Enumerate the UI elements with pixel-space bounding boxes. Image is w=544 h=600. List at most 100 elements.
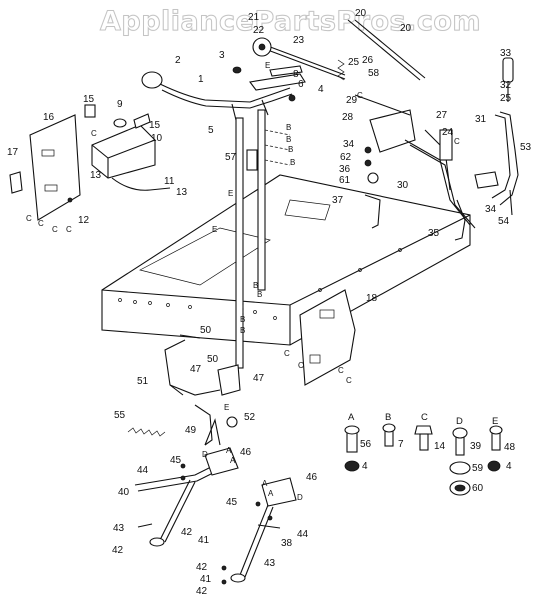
key-letter-D: D xyxy=(456,416,463,427)
label-32: 32 xyxy=(500,80,512,91)
label-34b: 34 xyxy=(485,204,497,215)
callout-D: D xyxy=(202,450,208,459)
label-60: 60 xyxy=(472,483,484,494)
label-42b: 42 xyxy=(112,545,124,556)
label-3: 3 xyxy=(219,50,225,61)
label-11: 11 xyxy=(164,176,175,187)
letter-callouts: E B B B B E E B B B B E C C C C C C C C … xyxy=(26,61,460,502)
label-51: 51 xyxy=(137,376,149,387)
label-47b: 47 xyxy=(253,373,265,384)
label-4: 4 xyxy=(318,84,324,95)
lower-left-link xyxy=(134,447,239,547)
label-42a: 42 xyxy=(181,527,193,538)
label-37: 37 xyxy=(332,195,344,206)
label-49: 49 xyxy=(185,425,197,436)
pedal-bracket-assembly xyxy=(347,19,476,241)
label-7: 7 xyxy=(398,439,404,450)
label-48: 48 xyxy=(504,442,516,453)
label-27: 27 xyxy=(436,110,448,121)
callout-B: B xyxy=(290,158,295,167)
brake-pedal xyxy=(474,57,519,216)
label-55: 55 xyxy=(114,410,126,421)
vertical-posts xyxy=(235,109,291,369)
label-1: 1 xyxy=(198,74,204,85)
label-16: 16 xyxy=(43,112,55,123)
label-59: 59 xyxy=(472,463,484,474)
label-22: 22 xyxy=(253,25,265,36)
label-45b: 45 xyxy=(226,497,238,508)
label-13b: 13 xyxy=(176,187,188,198)
label-28: 28 xyxy=(342,112,354,123)
callout-A: A xyxy=(262,479,268,488)
callout-E: E xyxy=(212,225,217,234)
hardware-key xyxy=(344,423,503,496)
label-13a: 13 xyxy=(90,170,102,181)
label-20b: 20 xyxy=(400,23,412,34)
label-50b: 50 xyxy=(207,354,219,365)
label-24: 24 xyxy=(442,127,454,138)
label-17: 17 xyxy=(7,147,19,158)
callout-C: C xyxy=(26,214,32,223)
watermark: AppliancePartsPros.com xyxy=(99,6,482,38)
label-25a: 25 xyxy=(348,57,360,68)
callout-B: B xyxy=(286,135,291,144)
label-45a: 45 xyxy=(170,455,182,466)
label-56: 56 xyxy=(360,439,372,450)
label-hw-4b: 4 xyxy=(506,461,512,472)
label-8: 8 xyxy=(293,69,299,80)
callout-C: C xyxy=(38,219,44,228)
callout-E: E xyxy=(265,61,270,70)
label-54: 54 xyxy=(498,216,510,227)
callout-B: B xyxy=(240,315,245,324)
callout-A: A xyxy=(268,489,274,498)
callout-C: C xyxy=(346,376,352,385)
callout-B: B xyxy=(240,326,245,335)
hardware-key-letters: A B C D E xyxy=(348,412,498,427)
label-hw-4a: 4 xyxy=(362,461,368,472)
label-41a: 41 xyxy=(198,535,210,546)
label-62: 62 xyxy=(340,152,352,163)
label-25b: 25 xyxy=(500,93,512,104)
label-46b: 46 xyxy=(306,472,318,483)
callout-B: B xyxy=(288,145,293,154)
callout-C: C xyxy=(284,349,290,358)
callout-B: B xyxy=(257,290,262,299)
key-letter-C: C xyxy=(421,412,428,423)
key-letter-B: B xyxy=(385,412,391,423)
label-43b: 43 xyxy=(264,558,276,569)
side-panel xyxy=(299,289,356,386)
label-15b: 15 xyxy=(149,120,161,131)
label-29: 29 xyxy=(346,95,358,106)
left-panel xyxy=(9,114,81,221)
label-10: 10 xyxy=(151,133,163,144)
label-42d: 42 xyxy=(196,586,208,597)
label-18: 18 xyxy=(366,293,378,304)
key-letter-A: A xyxy=(348,412,355,423)
label-12: 12 xyxy=(78,215,90,226)
lift-lever-assembly xyxy=(141,65,306,121)
label-30: 30 xyxy=(397,180,409,191)
label-15a: 15 xyxy=(83,94,95,105)
label-42c: 42 xyxy=(196,562,208,573)
label-46a: 46 xyxy=(240,447,252,458)
label-2: 2 xyxy=(175,55,181,66)
label-52: 52 xyxy=(244,412,256,423)
fuel-tank xyxy=(84,104,171,191)
main-frame xyxy=(101,174,471,346)
label-44b: 44 xyxy=(297,529,309,540)
callout-A: A xyxy=(226,446,232,455)
label-31: 31 xyxy=(475,114,487,125)
callout-A: A xyxy=(230,456,236,465)
label-9: 9 xyxy=(117,99,123,110)
label-50a: 50 xyxy=(200,325,212,336)
label-20a: 20 xyxy=(355,8,367,19)
key-letter-E: E xyxy=(492,416,498,427)
label-61: 61 xyxy=(339,175,351,186)
label-40: 40 xyxy=(118,487,130,498)
label-14: 14 xyxy=(434,441,446,452)
lower-right-link xyxy=(221,477,297,585)
label-33: 33 xyxy=(500,48,512,59)
label-23: 23 xyxy=(293,35,305,46)
callout-B: B xyxy=(253,281,258,290)
part-number-labels: 21 22 23 20 20 2 1 3 8 6 4 25 26 58 29 2… xyxy=(7,8,532,597)
